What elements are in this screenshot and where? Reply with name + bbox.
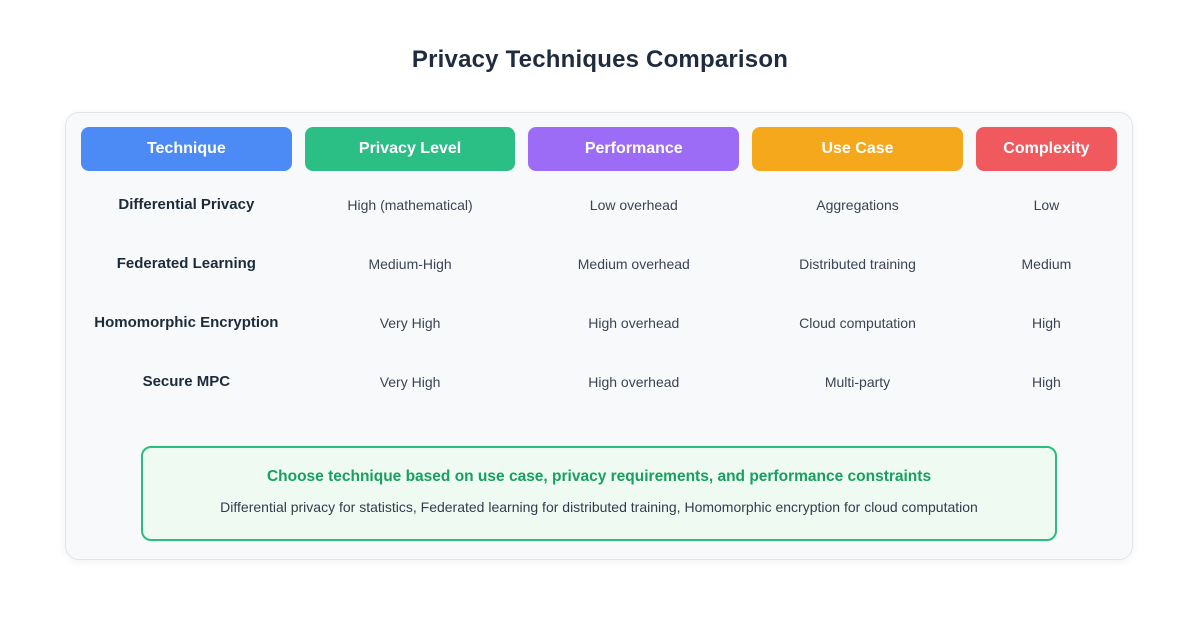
table-body: Differential Privacy High (mathematical)… bbox=[81, 175, 1117, 411]
cell-use-case: Cloud computation bbox=[799, 314, 916, 331]
table-row: Secure MPC Very High High overhead Multi… bbox=[81, 352, 1117, 411]
cell-use-case: Aggregations bbox=[816, 196, 899, 213]
table-row: Differential Privacy High (mathematical)… bbox=[81, 175, 1117, 234]
cell-performance: Medium overhead bbox=[577, 255, 690, 272]
comparison-table-card: Technique Privacy Level Performance Use … bbox=[65, 112, 1133, 560]
column-header-complexity: Complexity bbox=[975, 127, 1117, 171]
cell-privacy-level: Medium-High bbox=[368, 255, 452, 272]
row-label: Differential Privacy bbox=[118, 196, 255, 213]
row-label: Federated Learning bbox=[116, 255, 256, 272]
cell-performance: Low overhead bbox=[589, 196, 678, 213]
cell-performance: High overhead bbox=[588, 314, 680, 331]
cell-complexity: High bbox=[1032, 373, 1061, 390]
cell-complexity: Low bbox=[1033, 196, 1060, 213]
column-header-use-case: Use Case bbox=[752, 127, 963, 171]
cell-complexity: Medium bbox=[1021, 255, 1072, 272]
row-label: Secure MPC bbox=[142, 373, 231, 390]
table-header-row: Technique Privacy Level Performance Use … bbox=[81, 127, 1117, 171]
row-label: Homomorphic Encryption bbox=[94, 314, 279, 331]
recommendation-note: Choose technique based on use case, priv… bbox=[141, 446, 1057, 541]
column-header-performance: Performance bbox=[528, 127, 740, 171]
cell-privacy-level: High (mathematical) bbox=[347, 196, 473, 213]
cell-privacy-level: Very High bbox=[379, 373, 441, 390]
cell-use-case: Multi-party bbox=[824, 373, 891, 390]
table-row: Homomorphic Encryption Very High High ov… bbox=[81, 293, 1117, 352]
column-header-technique: Technique bbox=[81, 127, 292, 171]
column-header-privacy-level: Privacy Level bbox=[304, 127, 516, 171]
note-title: Choose technique based on use case, priv… bbox=[266, 468, 932, 485]
cell-use-case: Distributed training bbox=[799, 255, 916, 272]
cell-performance: High overhead bbox=[588, 373, 680, 390]
page-title: Privacy Techniques Comparison bbox=[411, 46, 789, 74]
note-subtitle: Differential privacy for statistics, Fed… bbox=[220, 498, 978, 515]
table-row: Federated Learning Medium-High Medium ov… bbox=[81, 234, 1117, 293]
cell-complexity: High bbox=[1032, 314, 1061, 331]
cell-privacy-level: Very High bbox=[379, 314, 441, 331]
